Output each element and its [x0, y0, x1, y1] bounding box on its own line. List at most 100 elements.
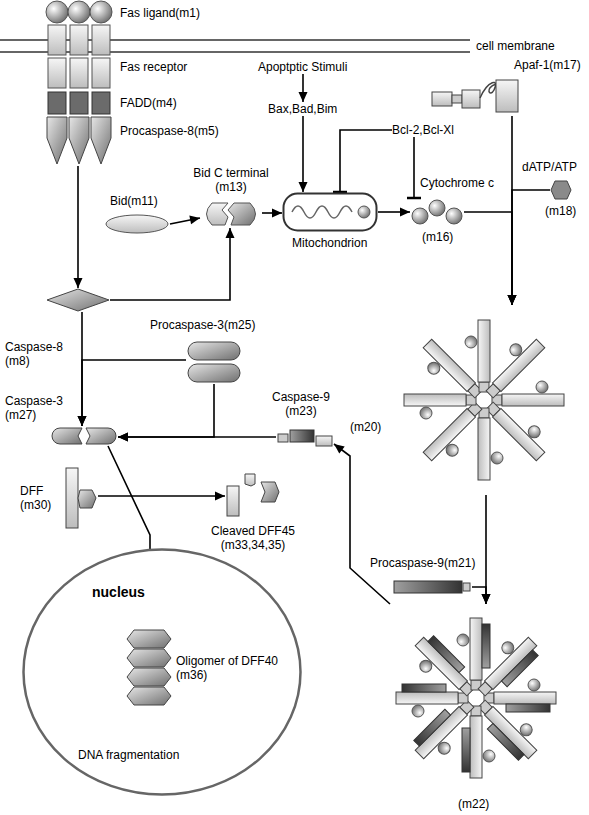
connector-line	[340, 130, 392, 192]
fadd-figure	[44, 90, 114, 116]
pathway-arrow	[170, 216, 200, 225]
cleaved-dff45: Cleaved DFF45 (m33,34,35)	[225, 472, 281, 520]
procaspase-9: Procaspase-9(m21)	[392, 578, 472, 596]
node-label: Mitochondrion	[292, 236, 367, 250]
cleaved-figure	[225, 472, 281, 520]
arrow-head	[508, 295, 517, 305]
fas-ligand: Fas ligand(m1)	[44, 0, 114, 24]
hex-figure	[550, 180, 572, 200]
node-label: (m20)	[350, 420, 381, 434]
node-label: (m16)	[422, 230, 453, 244]
oligo-figure	[126, 628, 172, 706]
node-label: Fas receptor	[120, 60, 187, 74]
connector-line	[118, 384, 214, 437]
node-label: Procaspase-9(m21)	[370, 556, 475, 570]
pathway-arrow	[464, 212, 517, 305]
node-label: Cytochrome c	[420, 176, 494, 190]
arrow-head	[78, 416, 87, 426]
arrow-head	[508, 295, 517, 305]
node-label: (m18)	[545, 204, 576, 218]
pathway-arrow	[508, 190, 551, 305]
node-label: Bax,Bad,Bim	[268, 102, 337, 116]
connector-line	[512, 190, 550, 305]
arrow-head	[118, 433, 128, 442]
arrow-head	[118, 433, 128, 442]
node-label: Fas ligand(m1)	[120, 6, 200, 20]
bidc-figure	[200, 200, 262, 228]
connector-line	[82, 360, 186, 426]
stimulus-text: Apoptptic Stimuli	[258, 60, 348, 74]
connector-line	[77, 166, 79, 288]
protein-text: Bax,Bad,Bim	[268, 102, 338, 116]
casp8-figure	[46, 288, 110, 312]
procaspase-3: Procaspase-3(m25)	[186, 340, 242, 384]
dff-complex: DFF (m30)	[62, 466, 98, 530]
arrow-head	[482, 594, 491, 604]
caspase-3: Caspase-3 (m27)	[50, 426, 118, 446]
apoptosome: (m20)	[392, 305, 576, 495]
node-label: Oligomer of DFF40 (m36)	[176, 654, 294, 682]
pathway-arrow	[472, 587, 491, 604]
inhibition-bar	[407, 197, 421, 200]
connector-line	[98, 495, 225, 497]
node-label: Caspase-9 (m23)	[266, 390, 336, 418]
active-apoptosome: (m22)	[384, 604, 568, 792]
node-label: nucleus	[92, 584, 145, 601]
casp3-figure	[50, 426, 118, 446]
arrow-head	[482, 594, 491, 604]
nucleus-outline: nucleusOligomer of DFF40 (m36) DNA fragme…	[22, 548, 302, 796]
outcome-text: DNA fragmentation	[78, 748, 180, 762]
procaspase-8: Procaspase-8(m5)	[44, 116, 114, 166]
node-label: dATP/ATP	[522, 160, 577, 174]
mito-figure	[282, 192, 378, 232]
apo-figure	[392, 305, 576, 495]
caspase-8: Caspase-8 (m8)	[46, 288, 110, 312]
node-label: DNA fragmentation	[78, 748, 179, 762]
cytochrome-c: Cytochrome c(m16)	[410, 198, 464, 226]
pc3-figure	[186, 340, 242, 384]
pathway-arrow	[333, 130, 392, 192]
arrow-head	[508, 295, 517, 305]
pathway-arrow	[98, 492, 225, 501]
dff-figure	[62, 466, 98, 530]
node-label: FADD(m4)	[120, 96, 177, 110]
node-label: Bcl-2,Bcl-Xl	[392, 123, 454, 137]
node-label: (m22)	[458, 797, 489, 811]
connector-line	[110, 228, 230, 300]
fadd-protein: FADD(m4)	[44, 90, 114, 116]
pathway-arrow	[378, 208, 410, 217]
pathway-arrow	[78, 360, 187, 426]
apaf-figure	[430, 76, 522, 116]
datp-molecule: dATP/ATP(m18)	[550, 180, 572, 200]
ligand-figure	[44, 0, 114, 24]
fas-receptor: Fas receptor	[44, 24, 114, 90]
pc9-figure	[392, 578, 472, 596]
node-label: Bid C terminal (m13)	[190, 166, 272, 194]
pathway-arrow	[74, 166, 83, 288]
node-label: Apaf-1(m17)	[514, 58, 581, 72]
node-label: Cleaved DFF45 (m33,34,35)	[207, 524, 299, 552]
node-label: DFF (m30)	[20, 484, 58, 512]
node-label: Caspase-8 (m8)	[5, 340, 75, 368]
pathway-arrow	[334, 444, 390, 604]
connector-line	[302, 116, 304, 192]
connector-line	[413, 137, 415, 198]
pathway-arrow	[118, 384, 214, 442]
membrane-label: cell membrane	[474, 39, 557, 53]
arrow-head	[74, 278, 83, 288]
arrow-head	[299, 92, 308, 102]
arrow-head	[299, 182, 308, 192]
arrow-head	[189, 216, 200, 225]
node-label: Caspase-3 (m27)	[5, 394, 75, 422]
pc8-figure	[44, 116, 114, 166]
apaf-1: Apaf-1(m17)	[430, 76, 522, 116]
node-label: Apoptptic Stimuli	[258, 60, 347, 74]
pathway-arrow	[299, 74, 308, 102]
arrow-head	[215, 492, 225, 501]
dff40-oligomer: Oligomer of DFF40 (m36)	[126, 628, 172, 706]
connector-line	[464, 212, 512, 305]
arrow-head	[400, 208, 410, 217]
balls-figure	[410, 198, 464, 226]
receptor-figure	[44, 24, 114, 90]
